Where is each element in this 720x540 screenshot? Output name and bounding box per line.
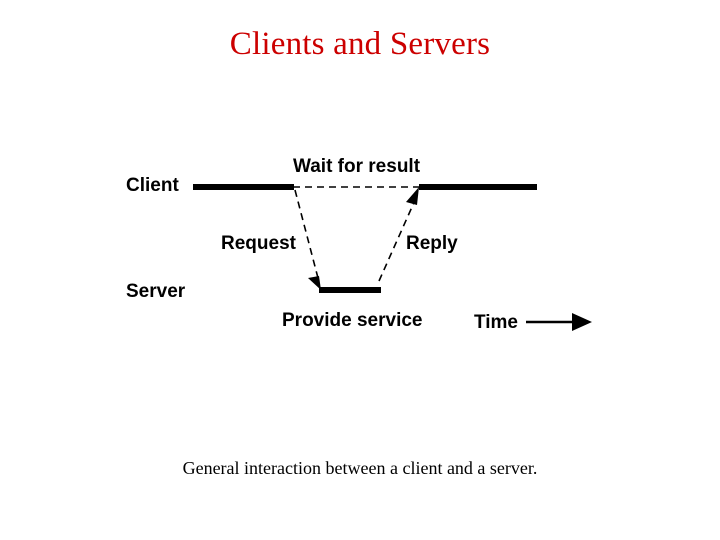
- page-title: Clients and Servers: [229, 26, 491, 62]
- time-axis-label: Time: [474, 312, 519, 333]
- server-lifeline-label: Server: [126, 281, 186, 302]
- reply-message-line: [378, 197, 417, 282]
- request-message-label: Request: [221, 233, 296, 254]
- reply-arrowhead-icon: [406, 187, 419, 205]
- client-server-diagram: Client Server Wait for result Request Re…: [0, 130, 720, 360]
- wait-for-result-label: Wait for result: [293, 156, 421, 177]
- provide-service-label: Provide service: [282, 310, 423, 331]
- reply-message-label: Reply: [406, 233, 458, 254]
- request-message-line: [294, 189, 319, 279]
- figure-caption: General interaction between a client and…: [182, 458, 538, 478]
- client-lifeline-label: Client: [126, 175, 179, 196]
- time-arrowhead-icon: [572, 313, 592, 331]
- diagram-graphics: [193, 184, 592, 331]
- request-arrowhead-icon: [308, 276, 321, 290]
